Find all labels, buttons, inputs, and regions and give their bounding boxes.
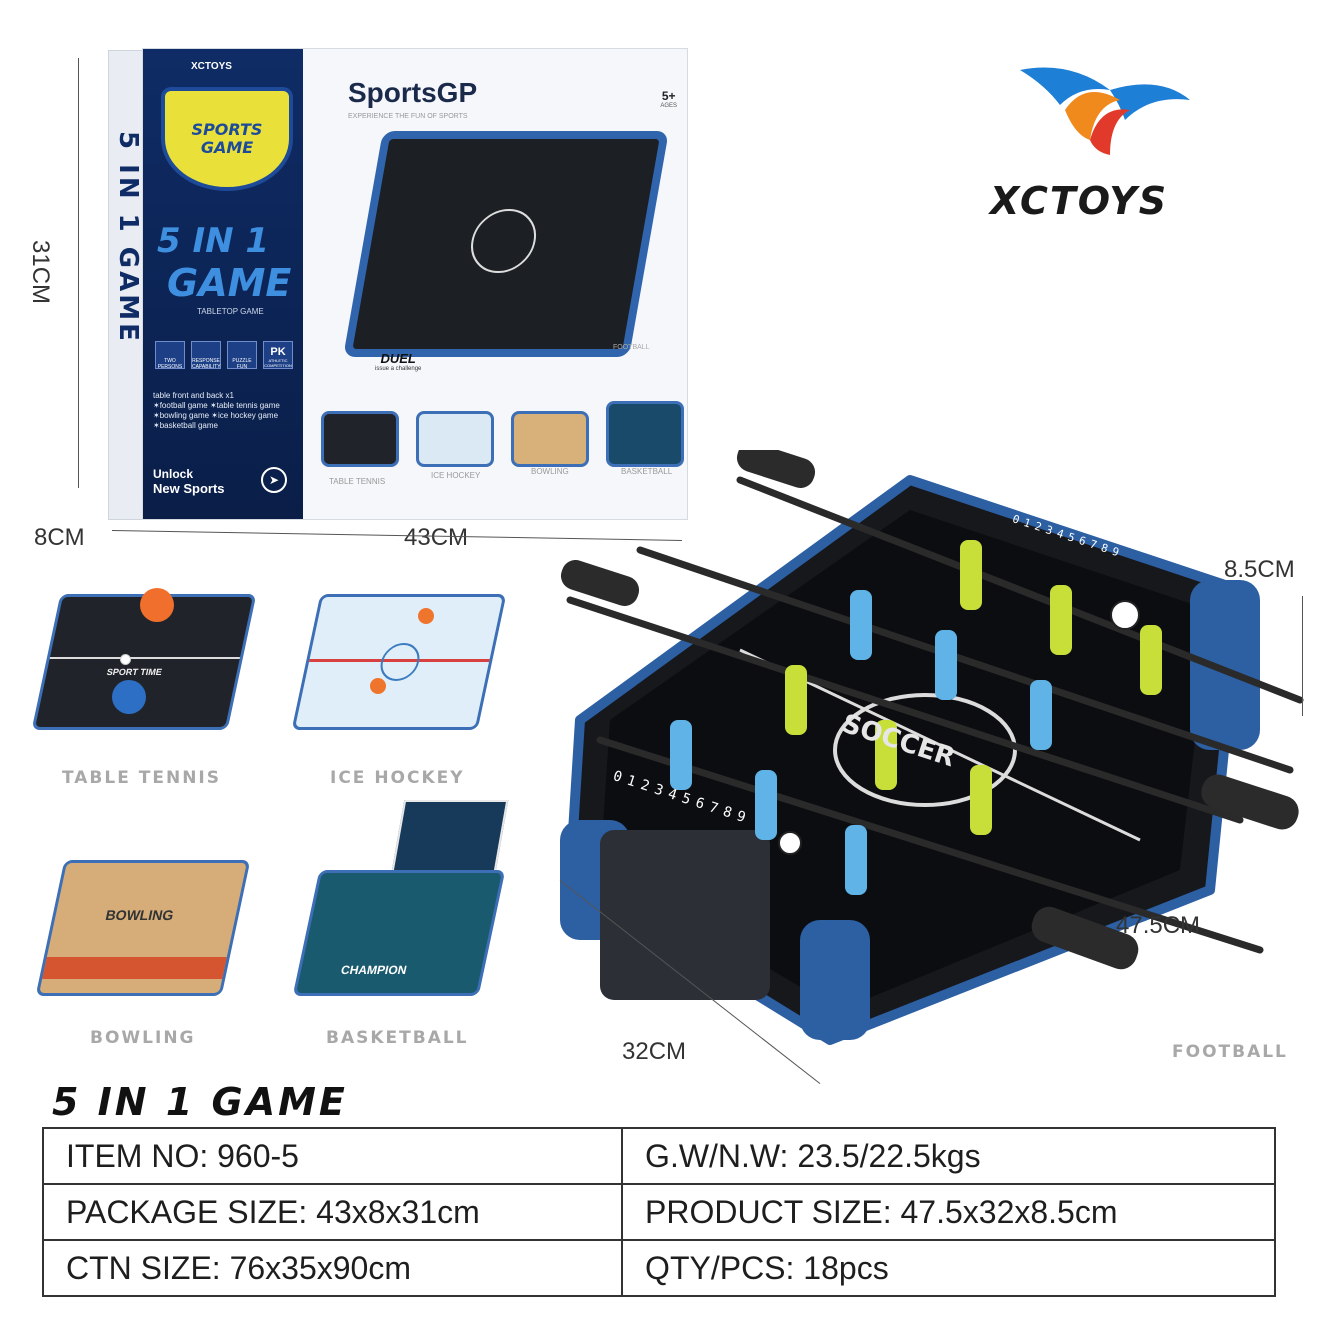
basketball-board: CHAMPION [292, 870, 506, 996]
package-box: 5 IN 1 GAME XCTOYS SPORTS GAME 5 IN 1 GA… [78, 40, 688, 530]
hockey-center-circle [376, 643, 424, 681]
goal-box [600, 830, 770, 1000]
game-ice-hockey: ICE HOCKEY [280, 580, 520, 790]
hockey-board [291, 594, 507, 730]
box-title-line2: GAME [167, 261, 292, 305]
game-label-ice-hockey: ICE HOCKEY [330, 768, 465, 788]
bowling-surface-text: BOWLING [104, 907, 176, 923]
unlock-text: Unlock [153, 467, 194, 481]
football-table-graphic [560, 442, 1304, 1045]
box-depth-label: 8CM [34, 524, 85, 551]
table-width-label: 32CM [622, 1038, 687, 1065]
spec-package-size: PACKAGE SIZE: 43x8x31cm [41, 1183, 624, 1241]
feature-puzzle: PUZZLE FUN [227, 341, 257, 370]
spec-item-no: ITEM NO: 960-5 [41, 1127, 624, 1185]
spec-carton-size: CTN SIZE: 76x35x90cm [41, 1239, 624, 1297]
box-thumbs: TABLE TENNIS ICE HOCKEY BOWLING BASKETBA… [321, 401, 684, 511]
new-sports-text: New Sports [153, 481, 225, 496]
games-list: table front and back x1 ✶football game ✶… [153, 391, 280, 430]
feature-chips: TWO PERSONS RESPONSE CAPABILITY PUZZLE F… [155, 341, 293, 370]
table-row: ITEM NO: 960-5 G.W/N.W: 23.5/22.5kgs [41, 1127, 1276, 1185]
bowling-lane [42, 957, 227, 979]
table-row: PACKAGE SIZE: 43x8x31cm PRODUCT SIZE: 47… [41, 1183, 1276, 1241]
basketball-surface-text: CHAMPION [339, 963, 408, 977]
table-row: CTN SIZE: 76x35x90cm QTY/PCS: 18pcs [41, 1239, 1276, 1297]
box-thumb-table-tennis [321, 411, 399, 467]
corner-block [800, 920, 870, 1040]
box-thumb-caption: BOWLING [531, 467, 569, 476]
spec-product-size: PRODUCT SIZE: 47.5x32x8.5cm [621, 1183, 1276, 1241]
game-basketball: CHAMPION BASKETBALL [280, 790, 520, 1050]
table-length-label: 47.5CM [1116, 912, 1201, 939]
box-thumb-caption: ICE HOCKEY [431, 471, 481, 480]
game-label-basketball: BASKETBALL [326, 1028, 469, 1048]
box-headline: SportsGP [348, 77, 478, 108]
arrow-circle-icon: ➤ [261, 467, 287, 493]
table-height-line [1302, 596, 1303, 716]
table-height-label: 8.5CM [1224, 556, 1295, 583]
brand-name: XCTOYS [990, 179, 1169, 223]
ball-icon [120, 654, 131, 665]
age-badge: 5+ AGES [660, 89, 677, 109]
box-width-label: 43CM [404, 524, 469, 551]
badge-text: SPORTS GAME [191, 120, 263, 157]
spec-quantity: QTY/PCS: 18pcs [621, 1239, 1276, 1297]
box-thumb-caption: BASKETBALL [621, 467, 673, 476]
box-small-brand: XCTOYS [191, 61, 232, 72]
game-label-table-tennis: TABLE TENNIS [62, 768, 221, 788]
box-title-line1: 5 IN 1 [157, 221, 270, 261]
box-left-panel: XCTOYS SPORTS GAME 5 IN 1 GAME TABLETOP … [143, 49, 303, 519]
feature-two-persons: TWO PERSONS [155, 341, 185, 370]
mallet-orange-icon [370, 678, 386, 694]
box-center-circle [465, 209, 542, 273]
box-front: XCTOYS SPORTS GAME 5 IN 1 GAME TABLETOP … [142, 48, 688, 520]
spec-weight: G.W/N.W: 23.5/22.5kgs [621, 1127, 1276, 1185]
brand-logo-mark [1020, 67, 1190, 155]
brand-logo: XCTOYS [990, 60, 1220, 223]
game-bowling: BOWLING BOWLING [20, 840, 280, 1050]
game-label-bowling: BOWLING [90, 1028, 196, 1048]
mallet-orange-icon [418, 608, 434, 624]
spec-table: ITEM NO: 960-5 G.W/N.W: 23.5/22.5kgs PAC… [41, 1127, 1276, 1297]
box-thumb-caption: TABLE TENNIS [329, 477, 386, 486]
paddle-orange-icon [140, 588, 174, 622]
box-height-label: 31CM [27, 240, 54, 305]
product-title: 5 IN 1 GAME [52, 1080, 348, 1124]
game-table-tennis: SPORT TIME TABLE TENNIS [20, 580, 280, 790]
box-side-title: 5 IN 1 GAME [113, 131, 143, 344]
box-football-table [343, 131, 669, 357]
feature-response: RESPONSE CAPABILITY [191, 341, 221, 370]
tennis-surface-text: SPORT TIME [105, 667, 163, 677]
tennis-net [49, 657, 241, 659]
duel-logo: DUEL issue a challenge [375, 351, 422, 372]
box-thumb-basketball [606, 401, 684, 467]
box-football-caption: FOOTBALL [613, 344, 650, 351]
bowling-board: BOWLING [35, 860, 251, 996]
box-thumb-ice-hockey [416, 411, 494, 467]
paddle-blue-icon [112, 680, 146, 714]
corner-block [1190, 580, 1260, 750]
game-label-football: FOOTBALL [1172, 1042, 1288, 1062]
box-side-panel: 5 IN 1 GAME [108, 50, 144, 520]
box-thumb-bowling [511, 411, 589, 467]
box-sub-headline: EXPERIENCE THE FUN OF SPORTS [348, 113, 468, 120]
box-tag: TABLETOP GAME [197, 307, 264, 316]
sports-game-badge: SPORTS GAME [161, 87, 293, 191]
box-height-line [78, 58, 79, 488]
football-table: SOCCER 0123456789 0123456789 [540, 442, 1318, 1050]
